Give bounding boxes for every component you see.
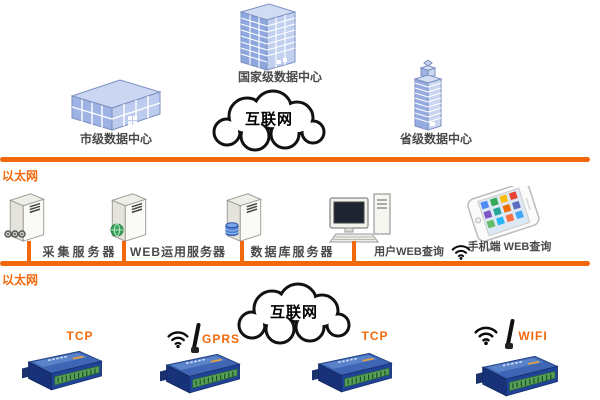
ethernet-bus-upper xyxy=(0,157,590,162)
national-datacenter-building-icon xyxy=(231,0,305,72)
connector-line xyxy=(352,241,356,261)
smartphone-icon xyxy=(458,186,550,242)
ethernet-bus-lower xyxy=(0,261,590,266)
device1-protocol-label: TCP xyxy=(66,329,94,343)
dtu-device-wifi-icon xyxy=(476,352,560,400)
national-datacenter-label: 国家级数据中心 xyxy=(237,70,322,84)
dtu-device-gprs-icon xyxy=(160,350,242,398)
device3-protocol-label: TCP xyxy=(361,329,389,343)
user-desktop-icon xyxy=(328,192,394,244)
city-datacenter-label: 市级数据中心 xyxy=(79,132,152,146)
database-cylinder-icon xyxy=(224,222,240,237)
device4-protocol-label: WIFI xyxy=(518,329,548,343)
globe-icon xyxy=(110,223,124,237)
internet-cloud-lower-label: 互联网 xyxy=(269,304,318,321)
wifi-icon xyxy=(450,241,472,261)
ethernet-upper-label: 以太网 xyxy=(2,169,39,183)
database-server-label: 数据库服务器 xyxy=(250,245,335,259)
dtu-device-tcp1-icon xyxy=(22,347,104,395)
dtu-device-tcp2-icon xyxy=(312,349,394,397)
provincial-datacenter-label: 省级数据中心 xyxy=(399,132,472,146)
server-gears-icon xyxy=(4,228,26,240)
connector-line xyxy=(122,241,126,261)
internet-cloud-upper-label: 互联网 xyxy=(244,111,293,128)
city-datacenter-building-icon xyxy=(70,76,162,132)
wifi-icon xyxy=(472,322,500,346)
user-web-query-label: 用户WEB查询 xyxy=(374,246,444,258)
provincial-datacenter-building-icon xyxy=(409,60,447,132)
collection-server-label: 采集服务器 xyxy=(42,245,118,259)
web-app-server-label: WEB运用服务器 xyxy=(130,245,226,259)
ethernet-lower-label: 以太网 xyxy=(2,273,39,287)
connector-line xyxy=(240,241,244,261)
connector-line xyxy=(27,241,31,261)
device2-protocol-label: GPRS xyxy=(201,332,240,346)
mobile-web-query-label: 手机端 WEB查询 xyxy=(467,241,552,253)
